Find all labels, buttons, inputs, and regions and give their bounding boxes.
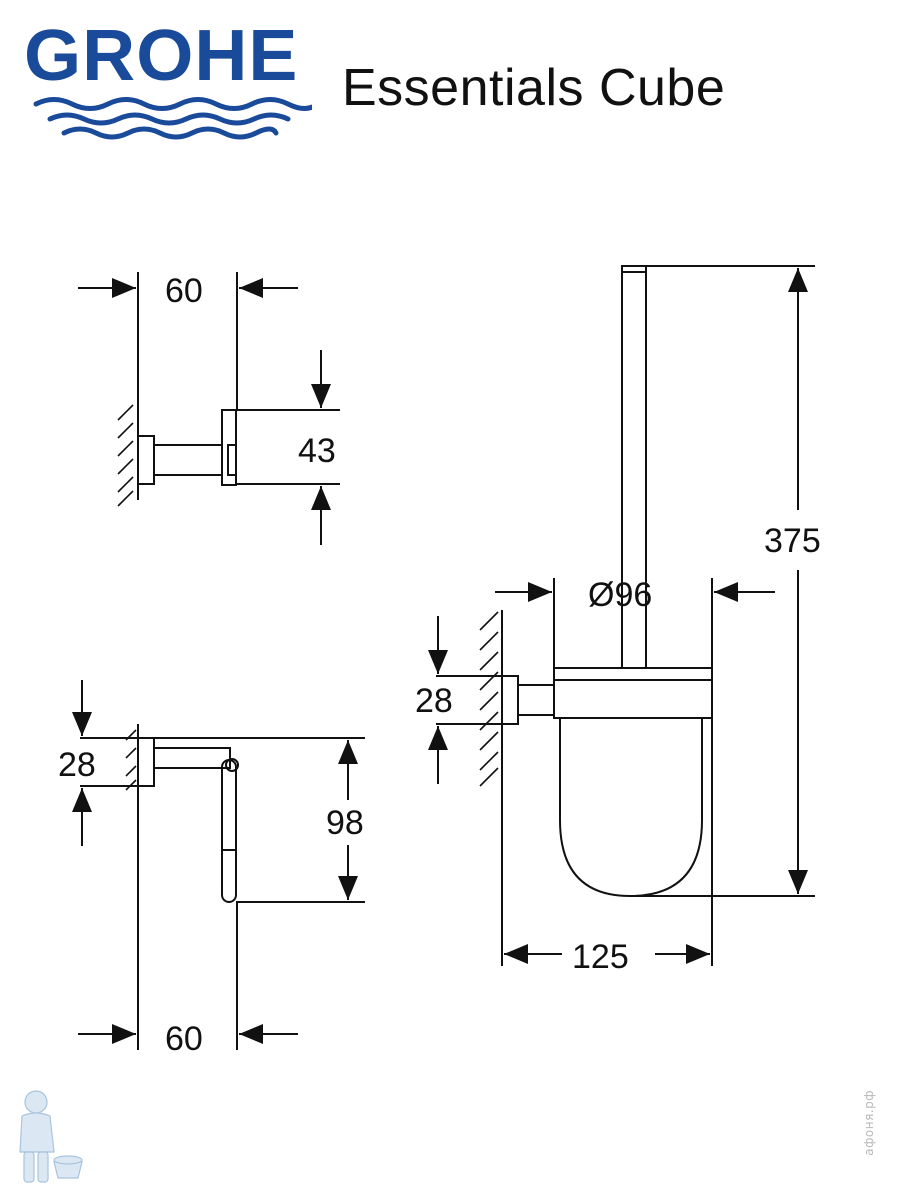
plumber-mascot-icon (19, 1090, 83, 1183)
brand-logo: GROHE (24, 16, 299, 96)
paper-holder-height-label: 98 (326, 804, 364, 842)
brush-height-label: 375 (764, 522, 821, 560)
paper-holder-width-label: 60 (165, 1020, 203, 1058)
header: GROHE Essentials Cube (0, 0, 900, 160)
paper-holder-depth-label: 28 (58, 746, 96, 784)
hook-height-label: 43 (298, 432, 336, 470)
watermark-text: афоня.рф (862, 1090, 876, 1156)
grohe-wave-icon (33, 97, 312, 140)
hook-width-label: 60 (165, 272, 203, 310)
brush-mount-label: 28 (415, 682, 453, 720)
toilet-brush-drawing (428, 265, 815, 966)
product-title: Essentials Cube (342, 59, 726, 117)
hook-drawing (78, 272, 340, 545)
paper-holder-drawing (72, 680, 365, 1050)
brush-diameter-label: Ø96 (588, 576, 652, 614)
brush-depth-label: 125 (572, 938, 629, 976)
